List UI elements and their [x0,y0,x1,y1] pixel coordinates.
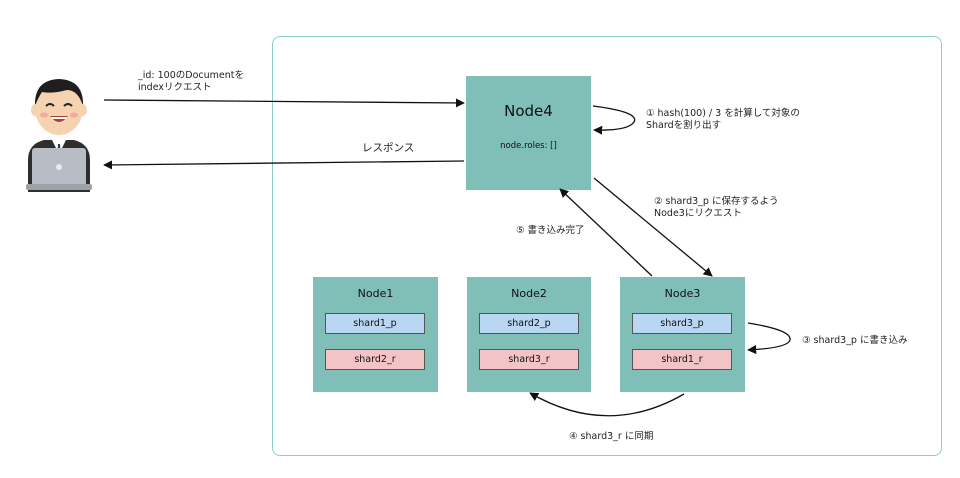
step2-arrow [593,177,713,277]
node2-box: Node2 shard2_p shard3_r [467,277,591,392]
step1-label: ① hash(100) / 3 を計算して対象の Shardを割り出す [646,108,800,132]
request-arrow [103,98,465,108]
step5-label: ⑤ 書き込み完了 [516,225,585,236]
node3-box: Node3 shard3_p shard1_r [620,277,745,392]
step1-self-loop [592,105,636,135]
node4-roles: node.roles: [] [500,141,557,151]
shard3-primary: shard3_p [632,313,732,334]
node1-title: Node1 [357,287,394,300]
node3-title: Node3 [664,287,701,300]
request-label-line1: _id: 100のDocumentを [138,70,244,81]
step3-label: ③ shard3_p に書き込み [802,335,908,346]
node4-title: Node4 [504,102,553,120]
response-arrow [103,160,465,170]
shard1-replica: shard1_r [632,349,732,370]
shard3-replica: shard3_r [479,349,579,370]
cluster-boundary [272,36,942,456]
request-label: _id: 100のDocumentを indexリクエスト [138,70,244,94]
request-label-line2: indexリクエスト [138,82,212,93]
step2-line1: ② shard3_p に保存するよう [654,196,779,207]
step1-line2: Shardを割り出す [646,120,722,131]
user-illustration [22,68,96,192]
shard2-replica: shard2_r [325,349,425,370]
step1-line1: ① hash(100) / 3 を計算して対象の [646,108,800,119]
shard1-primary: shard1_p [325,313,425,334]
response-label: レスポンス [362,142,415,154]
node1-box: Node1 shard1_p shard2_r [313,277,438,392]
shard2-primary: shard2_p [479,313,579,334]
step4-sync-arrow [529,392,685,417]
step2-label: ② shard3_p に保存するよう Node3にリクエスト [654,196,778,220]
node4-box: Node4 node.roles: [] [466,76,591,190]
step5-arrow [559,188,653,277]
step2-line2: Node3にリクエスト [654,208,742,219]
step4-label: ④ shard3_r に同期 [569,431,654,442]
step3-self-loop [747,322,791,355]
node2-title: Node2 [511,287,547,300]
